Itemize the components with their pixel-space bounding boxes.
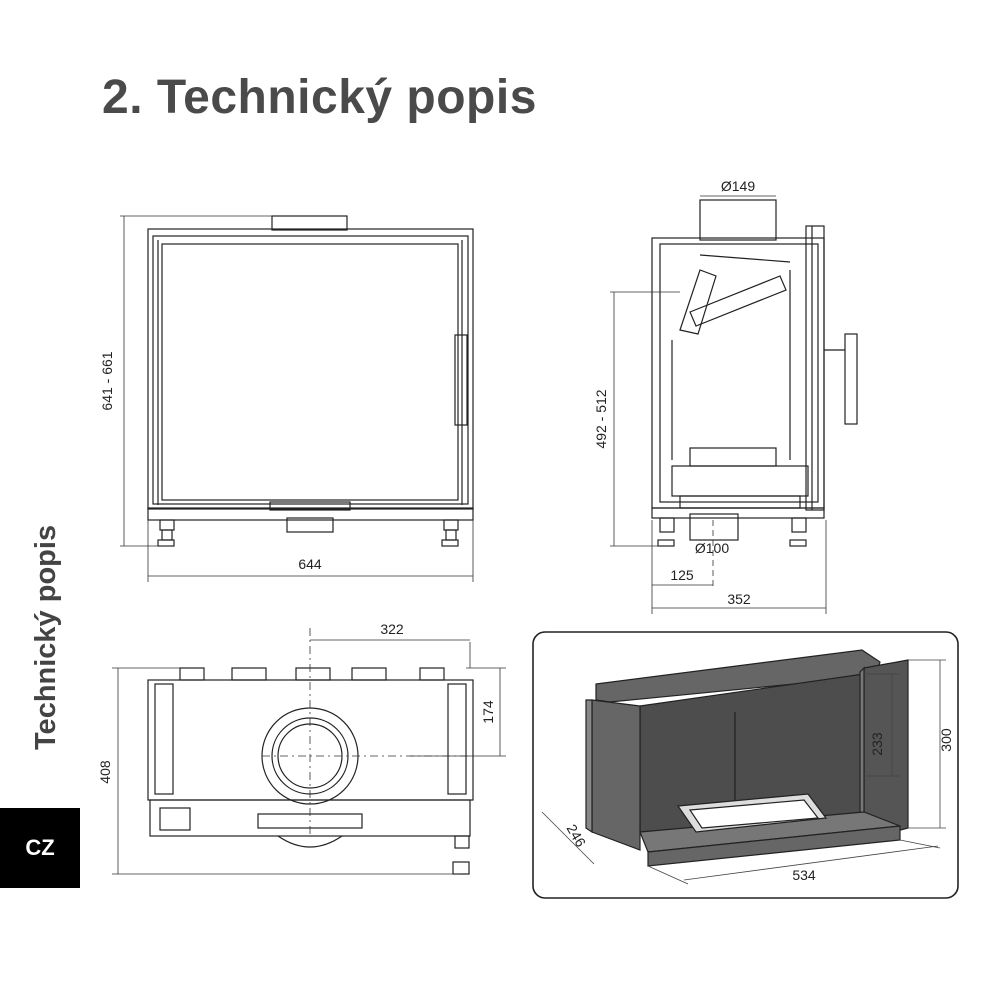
door-handle — [454, 334, 468, 426]
glass-door — [161, 243, 459, 501]
flue-diameter-label: Ø149 — [721, 178, 755, 194]
page-title: 2. Technický popis — [102, 71, 537, 124]
flue-collar — [271, 215, 348, 231]
front-width-label: 644 — [298, 556, 322, 572]
flue-outlet — [699, 199, 777, 241]
air-inlet-pipe — [689, 513, 739, 541]
air-inlet-offset-label: 125 — [670, 567, 694, 583]
firebox-back-height-label: 233 — [869, 732, 885, 756]
air-inlet-diameter-label: Ø100 — [695, 540, 729, 556]
language-badge: CZ — [0, 808, 80, 888]
firebox-front-height-label: 300 — [938, 728, 954, 752]
top-depth-label: 408 — [97, 760, 113, 784]
right-leg — [443, 519, 459, 531]
left-leg — [159, 519, 175, 531]
top-center-offset-label: 322 — [380, 621, 404, 637]
firebox-drawing — [585, 649, 909, 867]
front-height-label: 641 - 661 — [99, 351, 115, 410]
top-flue-depth-label: 174 — [480, 700, 496, 724]
side-depth-label: 352 — [727, 591, 751, 607]
side-view-drawing — [651, 199, 858, 547]
side-handle — [844, 333, 858, 425]
front-frame — [147, 228, 474, 510]
side-height-label: 492 - 512 — [593, 389, 609, 448]
top-view-drawing — [147, 667, 474, 875]
front-view-drawing — [147, 215, 474, 547]
firebox-width-label: 534 — [792, 867, 816, 883]
